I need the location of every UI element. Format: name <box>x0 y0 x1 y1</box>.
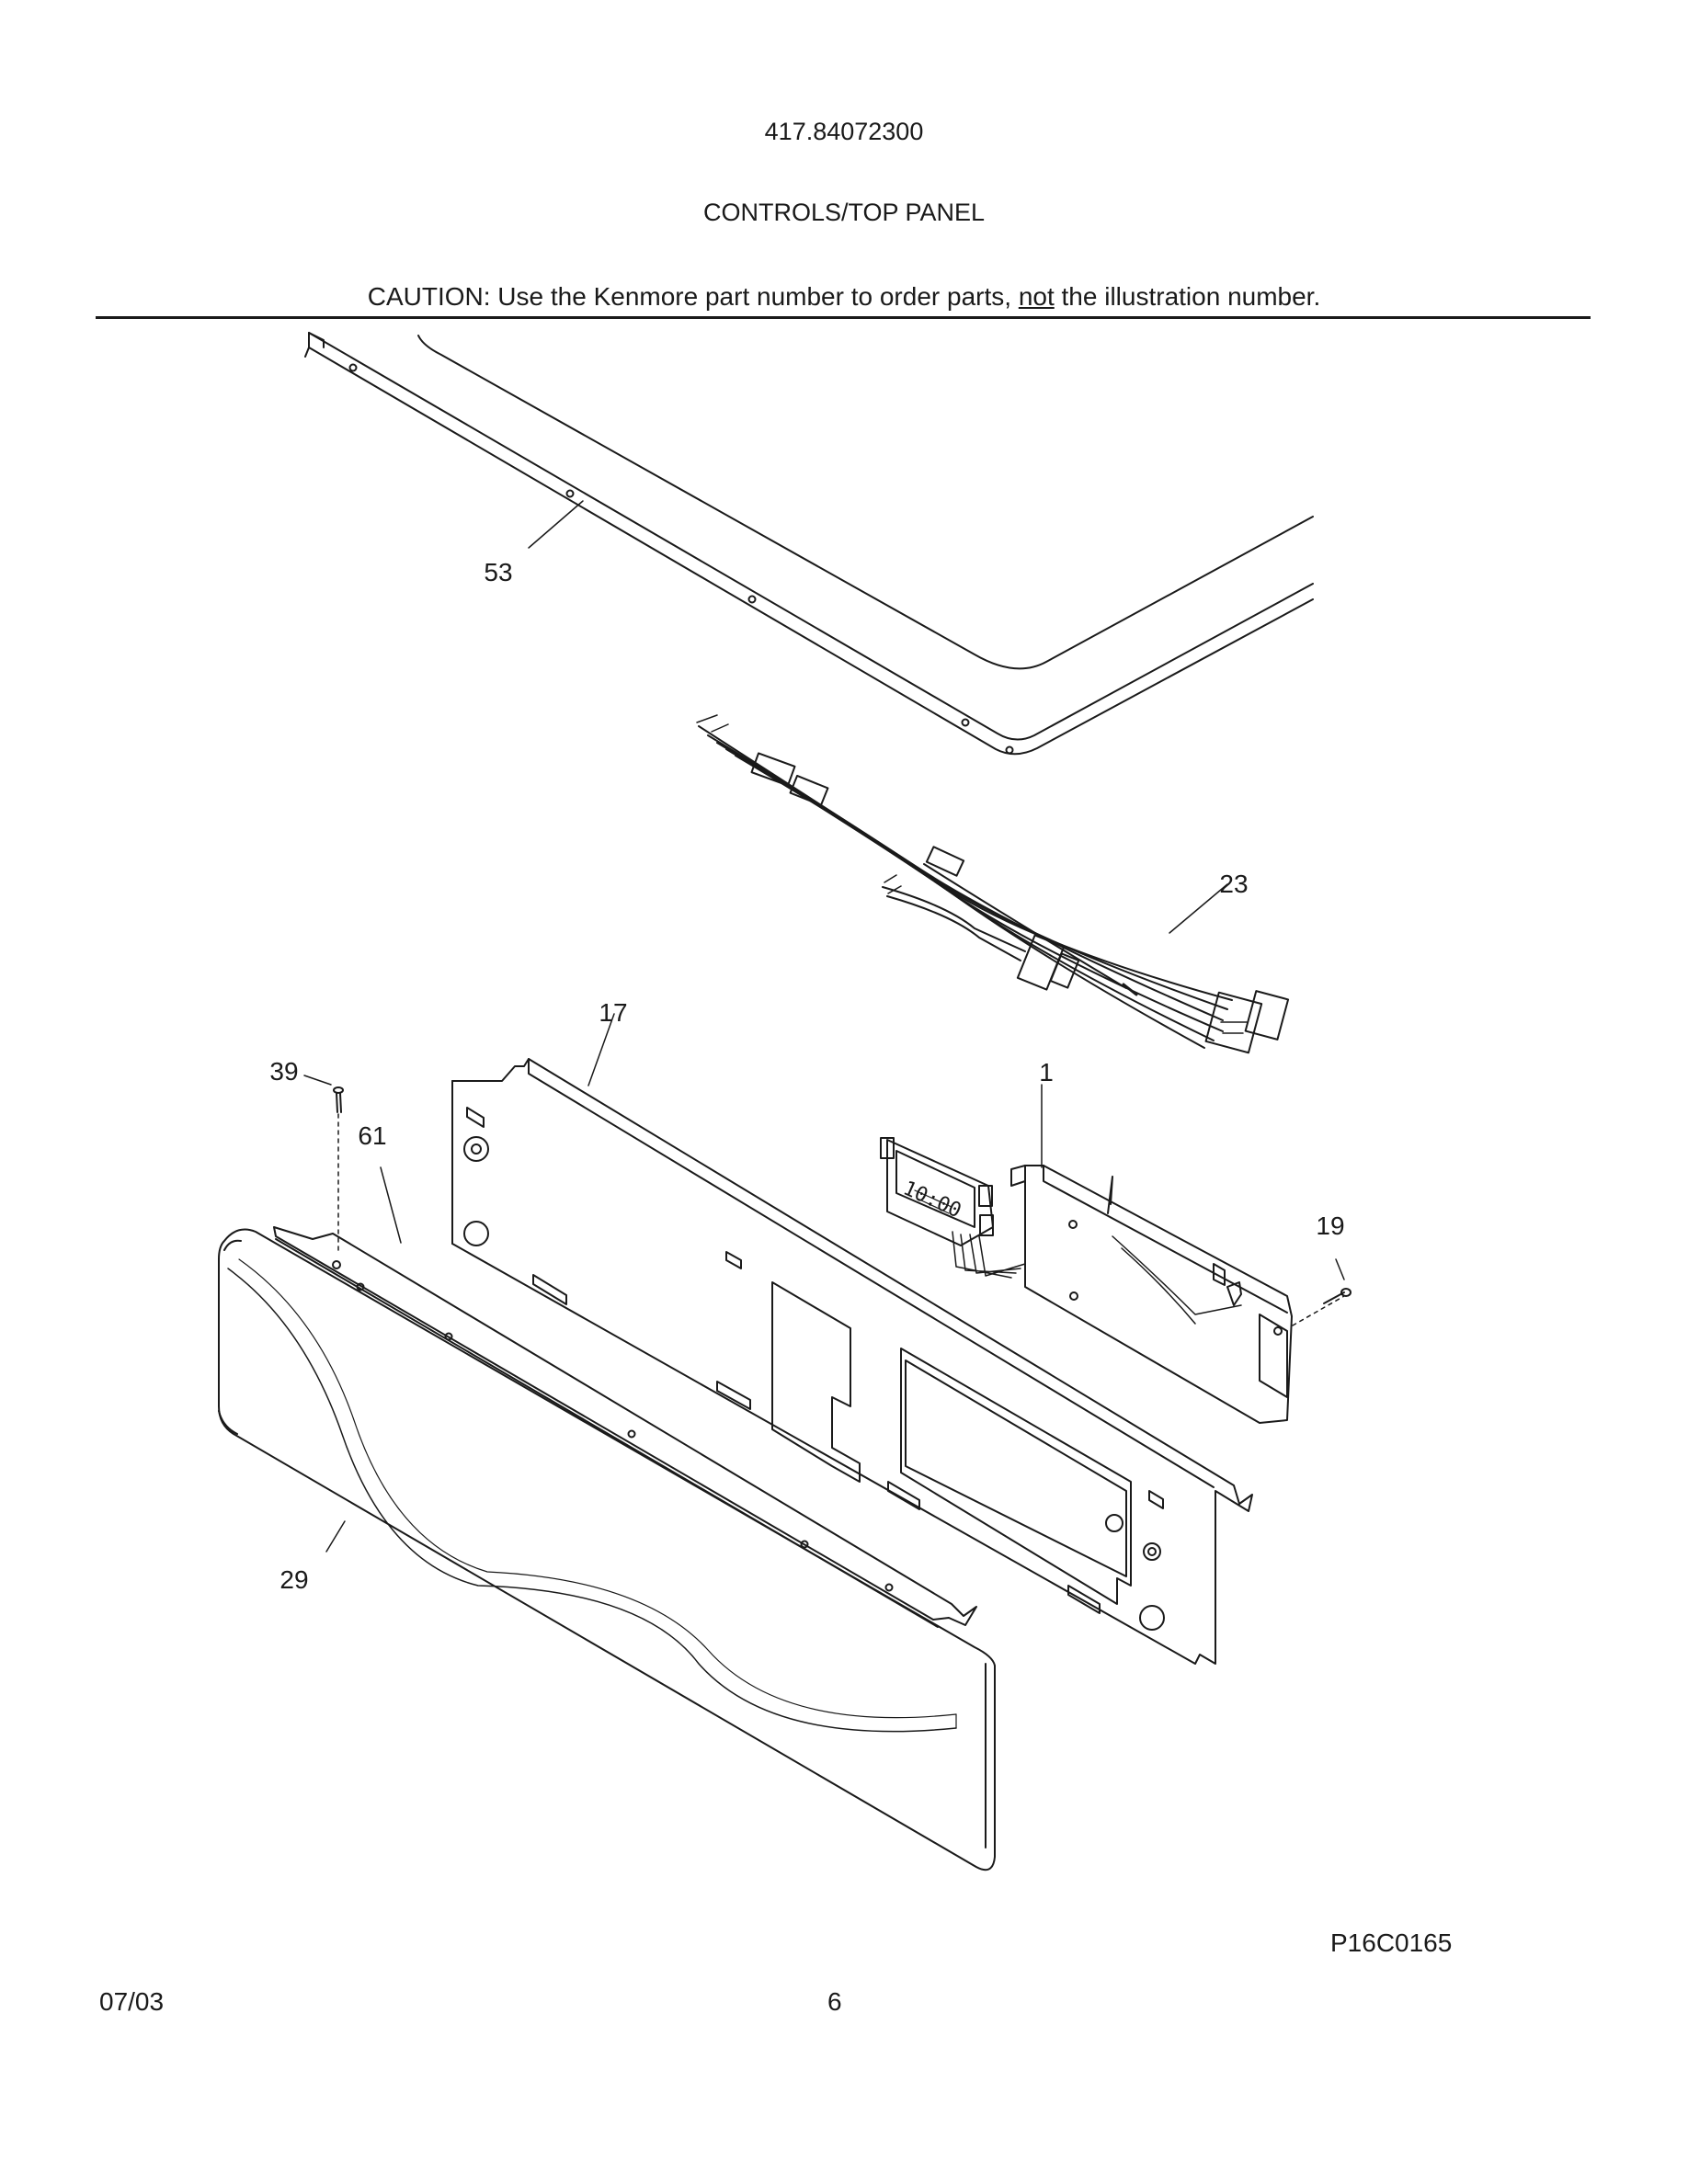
oven-control-part-1 <box>1010 1084 1293 1424</box>
illustration-code: P16C0165 <box>1330 1928 1453 1957</box>
callout-61: 61 <box>358 1121 386 1150</box>
trim-strip-part-61 <box>273 1166 977 1628</box>
model-number: 417.84072300 <box>764 118 924 145</box>
display-board <box>880 1137 1026 1279</box>
caution-prefix: CAUTION: Use the Kenmore part number to … <box>367 282 1019 311</box>
screw-part-39 <box>303 1075 344 1251</box>
callout-39: 39 <box>269 1057 298 1086</box>
callout-29: 29 <box>279 1565 308 1594</box>
caution-note: CAUTION: Use the Kenmore part number to … <box>0 282 1688 312</box>
caution-suffix: the illustration number. <box>1054 282 1321 311</box>
callout-1: 1 <box>1039 1058 1054 1086</box>
top-panel-part-53 <box>304 332 1314 756</box>
callout-17: 17 <box>599 998 627 1027</box>
clock-readout: 10:00 <box>899 1177 964 1223</box>
callout-53: 53 <box>484 558 512 586</box>
screw-part-19 <box>1292 1258 1352 1326</box>
callout-19: 19 <box>1316 1211 1344 1240</box>
callout-23: 23 <box>1219 870 1248 898</box>
header-rule <box>96 316 1591 319</box>
caution-emphasis: not <box>1018 282 1055 311</box>
control-facia-part-29 <box>218 1228 996 1871</box>
control-panel-backer-part-17 <box>451 1013 1253 1665</box>
wire-harness-part-23 <box>696 714 1290 1054</box>
revision-date: 07/03 <box>99 1987 165 2016</box>
section-title: CONTROLS/TOP PANEL <box>702 199 986 226</box>
page-number: 6 <box>827 1987 842 2016</box>
